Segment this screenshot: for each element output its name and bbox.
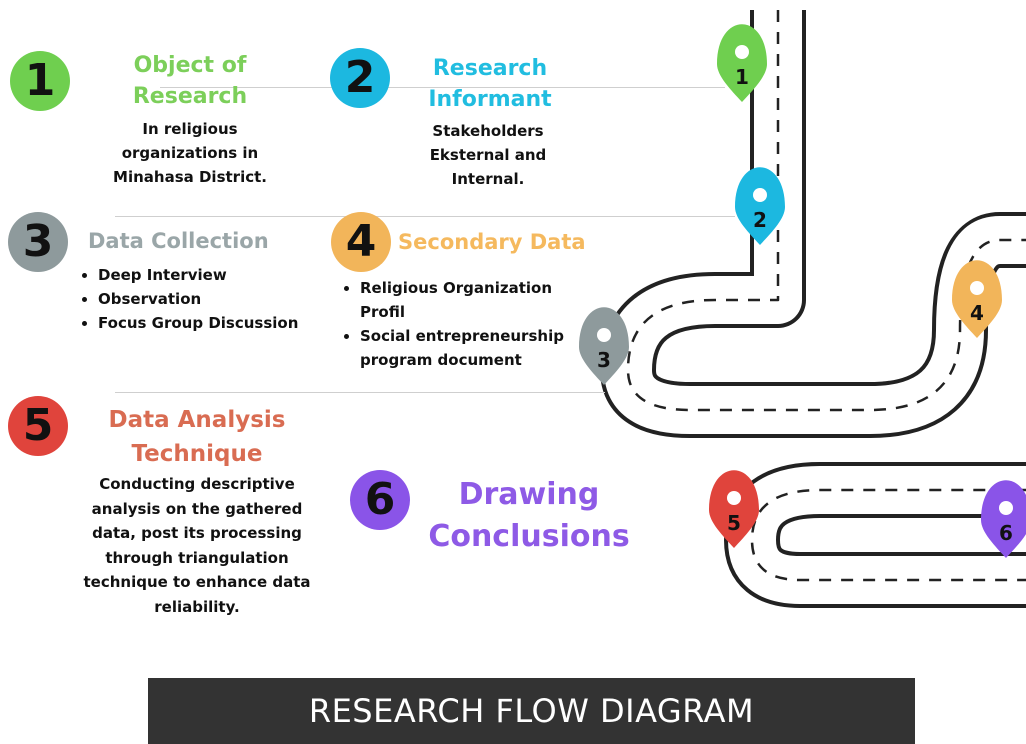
map-pin-6-icon: 6 [981,480,1026,558]
step-4-bullet: Religious Organization Profil [360,276,595,324]
step-2-title-line: Informant [428,87,552,112]
step-6-number-badge: 6 [350,470,410,530]
step-2-title: Research Informant [400,53,580,115]
step-5-desc-line: Conducting descriptive [99,475,295,493]
row-divider-1 [160,87,725,88]
step-3-number-badge: 3 [8,212,68,272]
step-5-description: Conducting descriptive analysis on the g… [66,472,328,619]
row-divider-2 [115,216,735,217]
pin-2-label: 2 [753,208,767,232]
step-3-bullet: Observation [98,287,348,311]
step-5-title-line: Data Analysis [108,407,286,433]
step-6-title-line: Conclusions [428,519,630,554]
diagram-title: RESEARCH FLOW DIAGRAM [308,692,755,730]
step-6-number: 6 [364,474,396,525]
step-6-title: Drawing Conclusions [408,474,650,558]
step-5-desc-line: through triangulation [105,548,289,567]
diagram-title-banner: RESEARCH FLOW DIAGRAM [148,678,915,744]
step-1-title-line: Research [132,84,248,109]
step-1-number-badge: 1 [10,51,70,111]
pin-3-label: 3 [597,348,611,372]
step-2-desc-line: Internal. [451,170,525,188]
map-pin-4-icon: 4 [952,260,1002,338]
step-4-number-badge: 4 [331,212,391,272]
step-5-title: Data Analysis Technique [86,403,308,471]
step-5-number: 5 [22,400,54,451]
pin-4-label: 4 [970,301,984,325]
step-4-bullet-list: Religious Organization Profil Social ent… [342,276,595,372]
map-pin-1-icon: 1 [717,24,767,102]
step-1-number: 1 [24,55,56,106]
step-1-desc-line: In religious [142,120,238,138]
step-3-bullet-list: Deep Interview Observation Focus Group D… [80,263,348,335]
step-3-bullet: Deep Interview [98,263,348,287]
step-2-number-badge: 2 [330,48,390,108]
step-2-description: Stakeholders Eksternal and Internal. [398,119,578,191]
step-4-title: Secondary Data [398,230,586,254]
step-1-description: In religious organizations in Minahasa D… [92,117,288,189]
map-pin-5-icon: 5 [709,470,759,548]
step-3-bullet: Focus Group Discussion [98,311,348,335]
step-1-title-line: Object of [133,53,247,78]
step-5-desc-line: reliability. [154,597,240,616]
step-5-desc-line: analysis on the gathered [91,499,303,518]
step-1-desc-line: Minahasa District. [113,168,267,186]
pin-1-label: 1 [735,65,749,89]
map-pin-2-icon: 2 [735,167,785,245]
step-4-number: 4 [345,216,377,267]
step-2-number: 2 [344,52,376,103]
pin-6-label: 6 [999,521,1013,545]
step-3-number: 3 [22,216,54,267]
pin-5-label: 5 [727,511,741,535]
step-1-desc-line: organizations in [121,144,259,162]
row-divider-3 [115,392,605,393]
step-6-title-line: Drawing [458,477,600,512]
step-5-title-line: Technique [131,441,263,467]
step-4-bullet: Social entrepreneurship program document [360,324,595,372]
step-2-desc-line: Eksternal and [429,146,547,164]
step-5-number-badge: 5 [8,396,68,456]
step-2-desc-line: Stakeholders [432,122,544,140]
step-5-desc-line: technique to enhance data [83,573,311,591]
step-2-title-line: Research [432,56,548,81]
step-5-desc-line: data, post its processing [92,524,302,542]
step-1-title: Object of Research [100,50,280,112]
step-3-title: Data Collection [88,229,269,253]
map-pin-3-icon: 3 [579,307,629,385]
